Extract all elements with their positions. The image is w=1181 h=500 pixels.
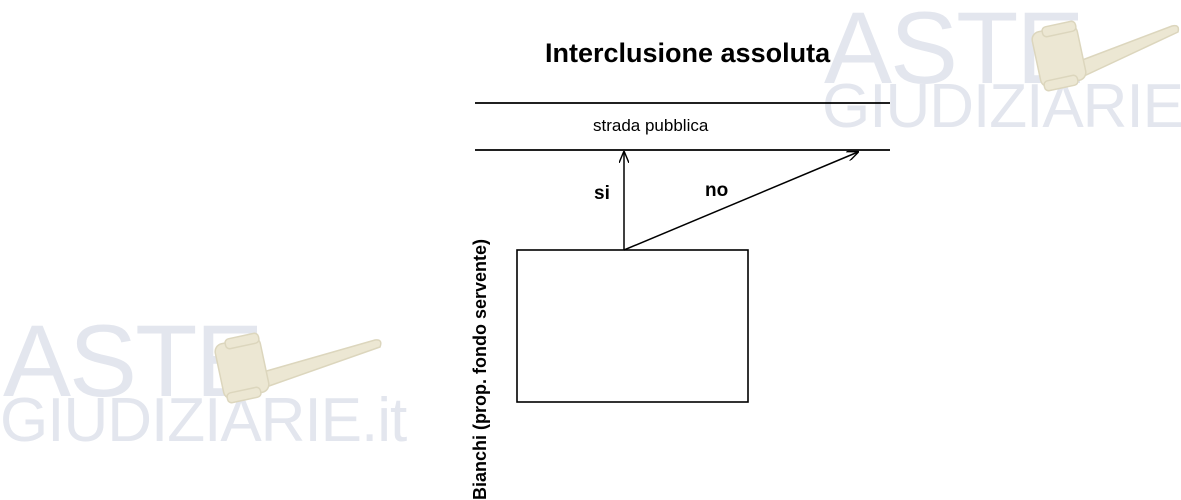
diagram-title: Interclusione assoluta: [545, 38, 831, 68]
gavel-icon: [214, 332, 382, 404]
watermark-domain: GIUDIZIARIE.it: [822, 72, 1181, 141]
watermark-top-right: ASTE GIUDIZIARIE.it: [822, 0, 1181, 140]
arrow-no-label: no: [705, 180, 729, 201]
road-label: strada pubblica: [593, 116, 709, 135]
arrow-yes-label: si: [594, 183, 610, 204]
gavel-icon: [1031, 20, 1180, 92]
land-parcel-box: [516, 249, 749, 403]
arrow-no: [623, 152, 858, 251]
watermark-domain: GIUDIZIARIE.it: [0, 386, 407, 455]
servient-owner-label: Bianchi (prop. fondo servente): [470, 238, 490, 500]
watermark-left: ASTE GIUDIZIARIE.it: [0, 310, 407, 480]
